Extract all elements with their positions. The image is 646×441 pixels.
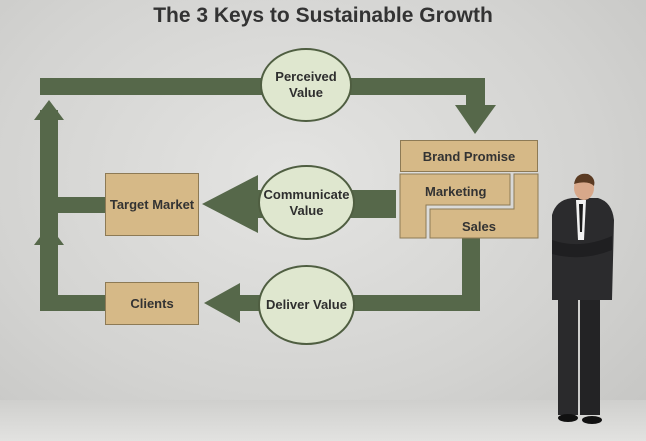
sales-shape bbox=[429, 173, 539, 239]
right-down-bar bbox=[462, 238, 480, 311]
up-arrow-top bbox=[34, 100, 64, 120]
businessman-figure bbox=[552, 173, 614, 424]
sales-label: Sales bbox=[462, 219, 496, 234]
communicate-value-node: Communicate Value bbox=[258, 165, 355, 240]
marketing-shape bbox=[399, 173, 511, 239]
clients-box: Clients bbox=[105, 282, 199, 325]
deliver-arrowhead bbox=[204, 283, 240, 323]
floor bbox=[0, 400, 646, 441]
diagram-title: The 3 Keys to Sustainable Growth bbox=[153, 4, 493, 27]
target-market-box: Target Market bbox=[105, 173, 199, 236]
perceived-value-node: Perceived Value bbox=[260, 48, 352, 122]
arrow-to-brand-promise bbox=[455, 105, 496, 134]
communicate-arrowhead bbox=[202, 175, 258, 233]
marketing-label: Marketing bbox=[425, 184, 487, 199]
connector-to-clients bbox=[40, 295, 106, 311]
brand-promise-box: Brand Promise bbox=[400, 140, 538, 172]
top-down-stem bbox=[466, 78, 485, 108]
connector-to-target-market bbox=[40, 197, 106, 213]
deliver-value-node: Deliver Value bbox=[258, 265, 355, 345]
up-arrow-bottom bbox=[34, 225, 64, 245]
